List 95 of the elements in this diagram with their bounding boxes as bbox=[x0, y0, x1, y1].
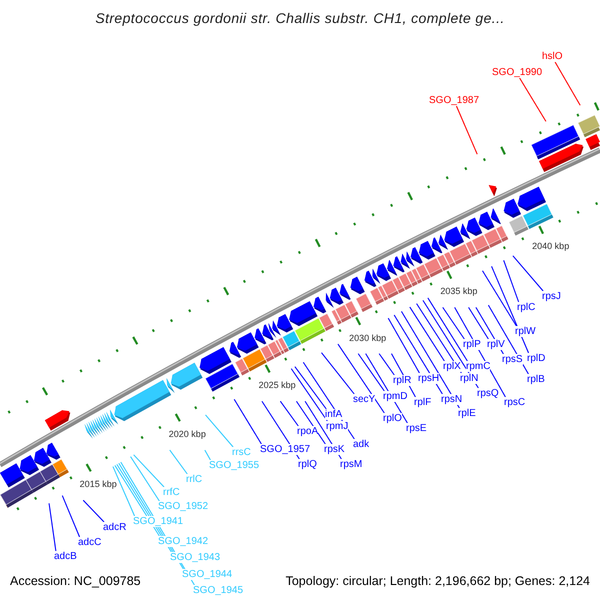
gene-label: rpsE bbox=[406, 422, 427, 434]
gene-label: rpsQ bbox=[477, 388, 499, 398]
leader-line bbox=[409, 306, 445, 362]
gene-label: rpsM bbox=[340, 458, 362, 470]
leader-line bbox=[204, 450, 211, 460]
leader-line bbox=[468, 306, 489, 340]
gene-label: rplO bbox=[383, 412, 402, 424]
leader-line bbox=[390, 353, 416, 398]
gene-label: rplB bbox=[527, 374, 545, 384]
gene-label: rpmD bbox=[383, 390, 408, 402]
gene-label: rplX bbox=[443, 360, 461, 372]
leader-line bbox=[296, 400, 326, 444]
leader-line bbox=[519, 78, 546, 122]
leader-line bbox=[280, 400, 299, 426]
genome-info-text: Topology: circular; Length: 2,196,662 bp; Genes: 2,124 bbox=[286, 574, 590, 588]
scale-label: 2040 kbp bbox=[532, 241, 570, 252]
gene-label: rpsK bbox=[324, 444, 345, 454]
leader-line bbox=[169, 450, 188, 474]
gene-label: rplW bbox=[515, 326, 536, 336]
leader-line bbox=[400, 310, 460, 408]
leader-line bbox=[302, 362, 355, 440]
leader-line bbox=[482, 270, 517, 326]
leader-line bbox=[290, 368, 328, 422]
gene-label: rplC bbox=[517, 302, 536, 312]
leader-line bbox=[427, 297, 468, 362]
leader-line bbox=[304, 400, 342, 460]
gene-label: SGO_1990 bbox=[492, 66, 542, 78]
leader-line bbox=[512, 255, 544, 292]
leader-line bbox=[337, 344, 385, 414]
leader-line bbox=[394, 314, 443, 394]
leader-line bbox=[234, 398, 262, 444]
genome-info-text: Accession: NC_009785 bbox=[10, 574, 141, 588]
scale-label: 2025 kbp bbox=[258, 380, 296, 390]
gene-label: adk bbox=[353, 438, 370, 450]
gene-label: secY bbox=[353, 394, 376, 404]
leader-line bbox=[133, 454, 165, 488]
gene-label: rplV bbox=[487, 338, 505, 350]
gene-label: SGO_1987 bbox=[429, 94, 480, 106]
leader-line bbox=[475, 306, 504, 354]
leader-line bbox=[48, 502, 56, 552]
gene-label: rrsC bbox=[232, 446, 251, 458]
leader-line bbox=[130, 456, 160, 502]
gene-label: rpsJ bbox=[542, 290, 561, 302]
gene-label: SGO_1943 bbox=[170, 552, 220, 562]
leader-line bbox=[112, 466, 136, 516]
leader-line bbox=[62, 495, 80, 538]
gene-label: hslO bbox=[542, 50, 563, 62]
leader-line bbox=[321, 352, 355, 394]
leader-line bbox=[503, 260, 520, 302]
gene-label: rplR bbox=[393, 374, 412, 386]
gene-label: rpoA bbox=[297, 426, 318, 436]
gene-label: rpsC bbox=[504, 396, 526, 408]
scale-label: 2030 kbp bbox=[349, 332, 386, 343]
gene-label: rpmC bbox=[466, 360, 490, 372]
leader-line bbox=[378, 353, 395, 376]
leader-line bbox=[456, 106, 478, 155]
gene-label: rrfC bbox=[163, 486, 180, 498]
map-title: Streptococcus gordonii str. Challis substr. CH1, complete ge... bbox=[95, 10, 505, 26]
gene-label: SGO_1952 bbox=[158, 500, 208, 512]
gene-label: rpsH bbox=[418, 372, 440, 384]
gene-label: adcB bbox=[54, 550, 77, 562]
gene-label: SGO_1944 bbox=[182, 568, 232, 580]
gene-label: rplE bbox=[458, 408, 476, 418]
leader-line bbox=[554, 62, 581, 106]
gene-label: rrlC bbox=[186, 474, 202, 484]
gene-label: adcR bbox=[103, 522, 126, 532]
gene-label: rpmJ bbox=[326, 420, 348, 432]
gene-label: rplP bbox=[463, 338, 481, 350]
gene-label: SGO_1941 bbox=[133, 516, 184, 526]
leader-line bbox=[491, 266, 530, 354]
gene-label: SGO_1955 bbox=[209, 460, 260, 470]
leader-line bbox=[416, 303, 462, 374]
gene-label: infA bbox=[325, 408, 342, 420]
gene-label: rplN bbox=[460, 372, 478, 384]
gene-label: SGO_1945 bbox=[193, 584, 244, 596]
gene-label: rplQ bbox=[298, 458, 317, 470]
scale-label: 2035 kbp bbox=[440, 286, 478, 296]
gene-label: rpsN bbox=[441, 394, 462, 404]
leader-line bbox=[442, 306, 465, 340]
gene-label: rplF bbox=[414, 396, 432, 408]
scale-label: 2015 kbp bbox=[80, 479, 117, 490]
leader-line bbox=[358, 353, 385, 392]
leader-line bbox=[454, 306, 506, 398]
leader-line bbox=[82, 500, 105, 522]
leader-line bbox=[294, 366, 327, 410]
leader-line bbox=[205, 414, 234, 448]
gene-label: SGO_1957 bbox=[260, 444, 310, 454]
leader-line bbox=[388, 318, 420, 374]
leader-line bbox=[488, 304, 529, 374]
gene-label: adcC bbox=[78, 536, 102, 548]
leader-line bbox=[422, 300, 479, 388]
gene-label: rplD bbox=[527, 352, 546, 364]
gene-label: SGO_1942 bbox=[158, 536, 208, 546]
scale-label: 2020 kbp bbox=[168, 429, 206, 440]
gene-label: rpsS bbox=[502, 354, 523, 364]
